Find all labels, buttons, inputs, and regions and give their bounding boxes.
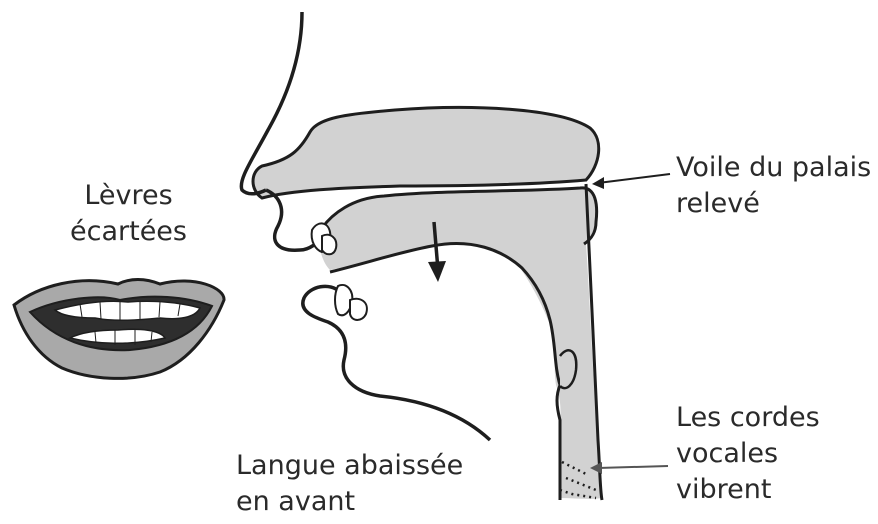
label-vocal-cords: Les cordes vocales vibrent [676,400,820,508]
label-tongue-lowered: Langue abaissée en avant [236,448,463,520]
vocal-cords-pointer [590,462,668,474]
label-vocal-cords-line-3: vibrent [676,472,820,508]
upper-incisor-2 [322,235,336,255]
lower-incisor-2 [350,299,367,320]
label-soft-palate-line-1: Voile du palais [676,150,871,186]
lower-lip-chin-profile [303,286,490,440]
label-vocal-cords-line-2: vocales [676,436,820,472]
nasal-cavity [253,107,599,198]
label-lips-line-2: écartées [70,214,187,250]
lips-illustration [14,280,224,379]
label-tongue-line-2: en avant [236,484,463,520]
vocal-tract [253,107,602,500]
label-vocal-cords-line-1: Les cordes [676,400,820,436]
label-lips-spread: Lèvres écartées [70,178,187,250]
label-lips-line-1: Lèvres [70,178,187,214]
label-soft-palate: Voile du palais relevé [676,150,871,222]
velum-pointer [592,174,670,189]
label-tongue-line-1: Langue abaissée [236,448,463,484]
label-soft-palate-line-2: relevé [676,186,871,222]
